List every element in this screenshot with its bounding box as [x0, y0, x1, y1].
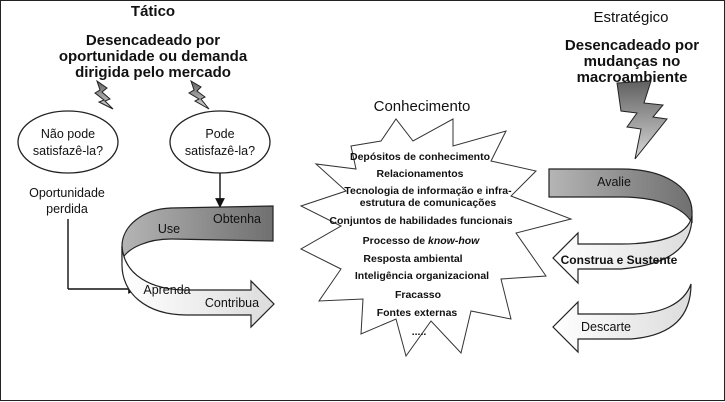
knowledge-item-ellipsis: .....	[412, 326, 427, 338]
can-satisfy-line-2: satisfazê-la?	[185, 144, 255, 158]
cannot-satisfy-line-1: Não pode	[41, 127, 95, 141]
knowledge-item-relacionamentos: Relacionamentos	[377, 168, 464, 180]
spiral-label-construa: Construa e Sustente	[561, 253, 678, 267]
knowledge-item-resposta: Resposta ambiental	[363, 253, 462, 265]
estrategico-subtitle-line-1: Desencadeado por	[565, 37, 699, 54]
tatico-subtitle-line-1: Desencadeado por	[86, 32, 220, 49]
tatico-title: Tático	[131, 3, 175, 20]
spiral-label-use: Use	[158, 222, 180, 236]
conhecimento-title: Conhecimento	[374, 98, 471, 115]
spiral-lower-arrow	[121, 245, 275, 329]
spiral-label-obtenha: Obtenha	[213, 212, 261, 226]
lost-opportunity-line-2: perdida	[46, 202, 88, 216]
descarte-arrow	[552, 283, 692, 354]
estrategico-subtitle-line-3: macroambiente	[577, 69, 688, 86]
tatico-subtitle-line-2: oportunidade ou demanda	[59, 48, 248, 65]
knowledge-item-inteligencia: Inteligência organizacional	[355, 270, 489, 282]
lost-opportunity-line-1: Oportunidade	[29, 186, 105, 200]
knowledge-starburst	[299, 118, 573, 358]
can-satisfy-bubble	[169, 110, 271, 174]
spiral-label-contribua: Contribua	[205, 296, 259, 310]
estrategico-subtitle-line-2: mudanças no	[584, 53, 681, 70]
construa-arrow	[552, 215, 693, 285]
knowledge-item-depositos: Depósitos de conhecimento	[350, 151, 490, 163]
processo-italic-term: know-how	[428, 235, 480, 247]
lightning-bolt-icon	[616, 80, 668, 160]
cannot-satisfy-bubble	[17, 110, 119, 174]
spiral-label-descarte: Descarte	[581, 320, 631, 334]
lightning-bolt-icon	[94, 79, 114, 110]
lightning-bolt-icon	[188, 79, 210, 110]
estrategico-title: Estratégico	[593, 9, 668, 26]
knowledge-item-fontes: Fontes externas	[377, 307, 458, 319]
knowledge-item-infraestrutura: estrutura de comunicações	[360, 197, 497, 209]
knowledge-item-tecnologia: Tecnologia de informação e infra-	[344, 185, 512, 197]
spiral-label-aprenda: Aprenda	[143, 283, 190, 297]
can-satisfy-line-1: Pode	[205, 127, 234, 141]
knowledge-item-fracasso: Fracasso	[395, 289, 441, 301]
cannot-satisfy-line-2: satisfazê-la?	[33, 144, 103, 158]
knowledge-item-processo: Processo de know-how	[363, 235, 481, 247]
tatico-subtitle-line-3: dirigida pelo mercado	[75, 64, 231, 81]
knowledge-item-habilidades: Conjuntos de habilidades funcionais	[329, 215, 512, 227]
spiral-label-avalie: Avalie	[597, 175, 631, 189]
processo-prefix: Processo de	[363, 235, 428, 247]
